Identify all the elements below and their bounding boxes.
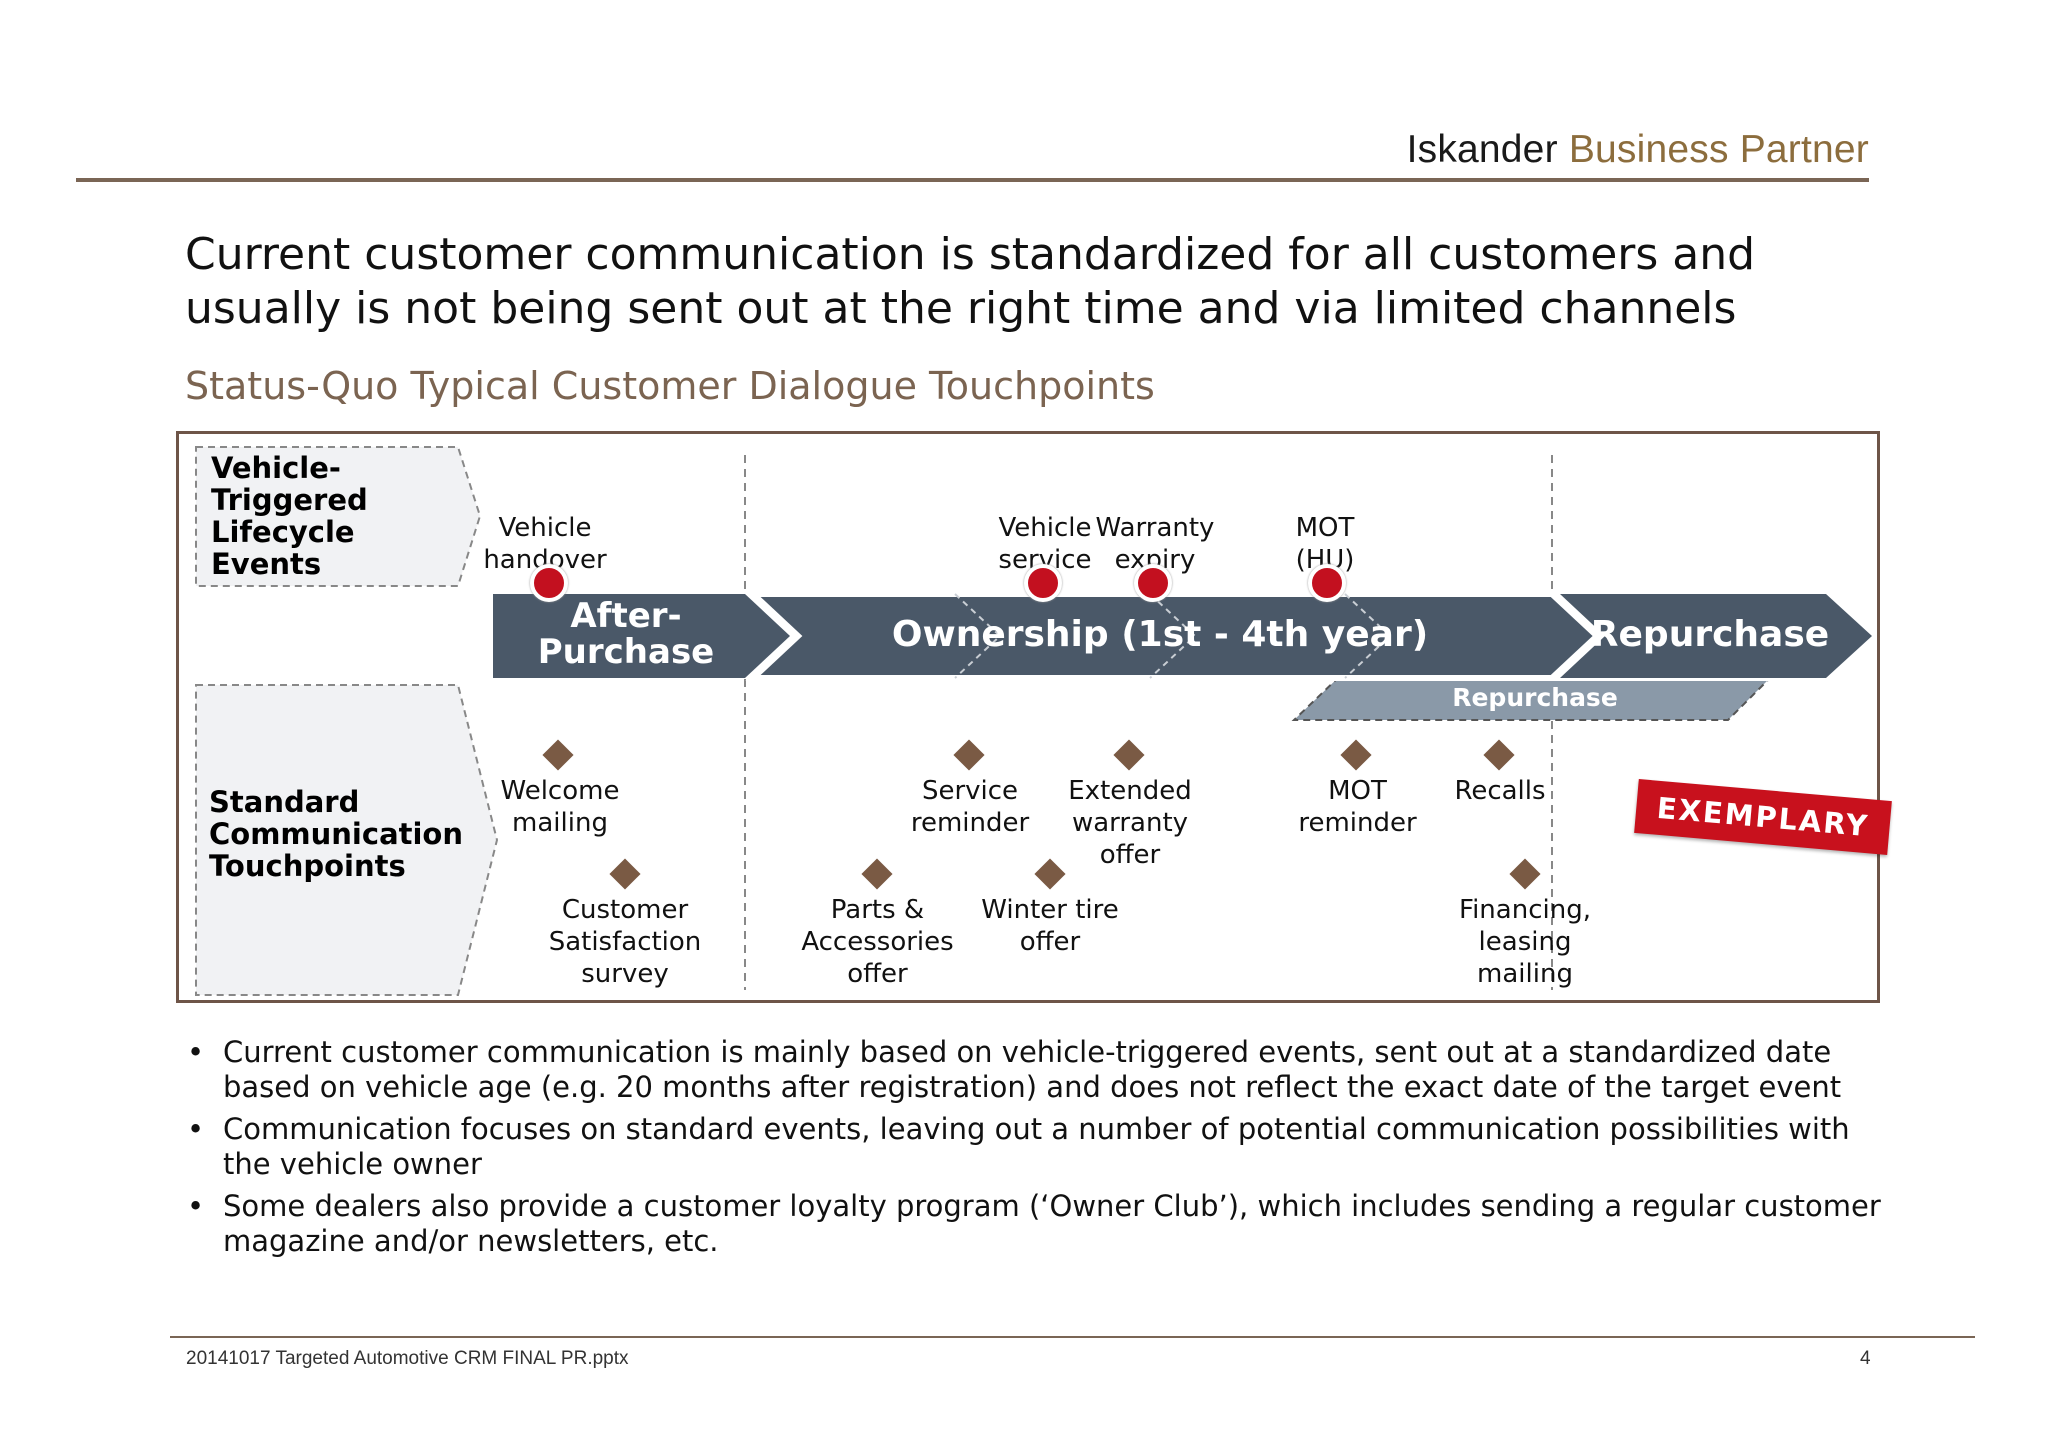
event-dot-service [1024,564,1062,602]
row-label-vehicle-events: Vehicle-Triggered Lifecycle Events [211,451,368,581]
bullet-text: Current customer communication is mainly… [223,1035,1842,1104]
ownership-marker-warranty [1149,593,1197,679]
arrow-after-purchase [493,594,790,678]
bullet-text: Communication focuses on standard events… [223,1112,1850,1181]
bullet-list: • Current customer communication is main… [185,1035,1885,1266]
section-subtitle: Status-Quo Typical Customer Dialogue Tou… [185,364,1155,408]
bullet-item: • Communication focuses on standard even… [185,1112,1885,1182]
page-title: Current customer communication is standa… [185,229,1756,334]
event-dot-handover [530,564,568,602]
diagram-frame [176,431,1880,1003]
bullet-symbol: • [187,1035,205,1069]
touchpoint-service-reminder: Service reminder [910,776,1030,838]
phase-repurchase: Repurchase [1590,614,1830,655]
event-dot-warranty [1134,564,1172,602]
phase-repurchase-band-label: Repurchase [1452,683,1618,712]
touchpoint-extended-warranty: Extended warranty offer [1068,776,1192,870]
arrow-repurchase-fill [1560,594,1872,678]
event-mot-hu: MOT (HU) [1295,513,1355,575]
touchpoint-welcome-mailing: Welcome mailing [500,776,620,838]
event-warranty-expiry: Warranty expiry [1095,513,1215,575]
touchpoint-parts-accessories: Parts & Accessories offer [801,895,954,989]
touchpoint-winter-tire: Winter tire offer [981,895,1119,957]
row-label-standard-touchpoints: Standard Communication Touchpoints [209,785,464,883]
touchpoints-label-box [195,684,499,996]
bullet-item: • Current customer communication is main… [185,1035,1885,1105]
bullet-item: • Some dealers also provide a customer l… [185,1189,1885,1259]
header-divider [76,178,1869,182]
brand-logo: Iskander Business Partner [1407,128,1869,172]
event-dot-mot [1308,564,1346,602]
vehicle-events-label-box [195,446,482,587]
touchpoint-customer-satisfaction: Customer Satisfaction survey [548,895,702,989]
brand-name-part1: Iskander [1406,128,1558,171]
bullet-text: Some dealers also provide a customer loy… [223,1189,1881,1258]
touchpoint-mot-reminder: MOT reminder [1298,776,1417,838]
arrow-ownership [745,591,1602,681]
phase-after-purchase: After-Purchase [537,596,715,672]
page-number: 4 [1860,1348,1871,1369]
footer-divider [170,1336,1975,1338]
footer-filename: 20141017 Targeted Automotive CRM FINAL P… [186,1348,629,1369]
brand-name-part2: Business Partner [1568,128,1869,171]
bullet-symbol: • [187,1189,205,1223]
ownership-marker-service [954,593,1002,679]
bullet-symbol: • [187,1112,205,1146]
touchpoint-financing-leasing: Financing, leasing mailing [1459,895,1591,989]
touchpoint-recalls: Recalls [1454,776,1546,806]
ownership-marker-mot [1344,593,1392,679]
phase-ownership: Ownership (1st - 4th year) [891,614,1429,655]
